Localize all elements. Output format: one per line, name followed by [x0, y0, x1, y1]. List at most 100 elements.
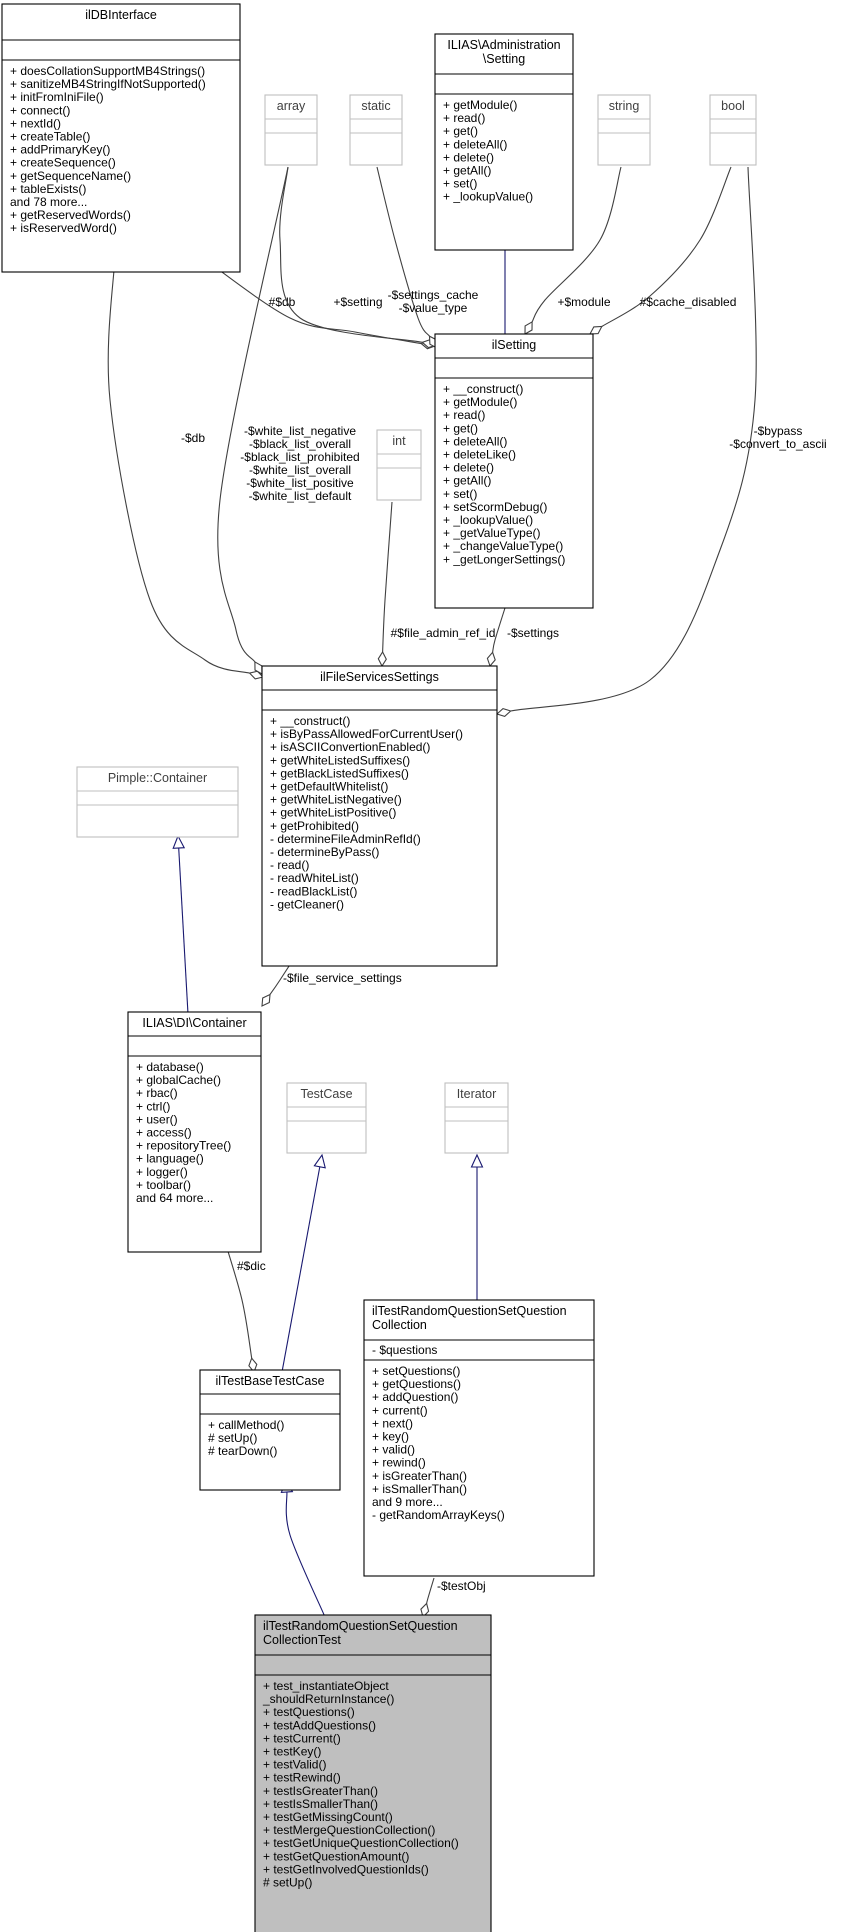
class-method: + getModule()	[443, 98, 517, 112]
edge-iterator-to-iltestrandomquestionsetquestioncollection	[470, 1153, 484, 1302]
class-box	[199, 1369, 341, 1491]
class-node-iltestbasetestcase[interactable]: ilTestBaseTestCase + callMethod()# setUp(…	[199, 1369, 341, 1491]
edge-bool-to-ilfileservicessettings: -$bypass-$convert_to_ascii	[495, 166, 827, 718]
edge-line	[426, 1577, 435, 1604]
class-box	[127, 1011, 262, 1253]
class-box	[434, 33, 574, 251]
class-method: + __construct()	[270, 714, 350, 728]
edge-label: -$black_list_prohibited	[240, 450, 359, 464]
class-method: + _lookupValue()	[443, 190, 533, 204]
class-node-ilfileservicessettings[interactable]: ilFileServicesSettings+ __construct()+ i…	[261, 665, 498, 967]
class-method: + testQuestions()	[263, 1705, 355, 1719]
edge-array-to-ilsetting: +$setting	[279, 166, 438, 349]
aggregation-diamond	[261, 993, 271, 1007]
class-node-array[interactable]: array	[264, 94, 318, 166]
class-title: bool	[721, 99, 745, 113]
edge-label: -$testObj	[437, 1579, 486, 1593]
class-method: + isSmallerThan()	[372, 1482, 467, 1496]
class-method: + testGetUniqueQuestionCollection()	[263, 1836, 459, 1850]
edge-label: -$file_service_settings	[283, 971, 402, 985]
aggregation-diamond	[248, 670, 265, 680]
class-method: # tearDown()	[208, 1444, 277, 1458]
class-node-testcase[interactable]: TestCase	[286, 1082, 367, 1154]
class-title: ilFileServicesSettings	[320, 670, 439, 684]
class-method: and 64 more...	[136, 1191, 213, 1205]
class-method: + globalCache()	[136, 1073, 221, 1087]
class-method: + getWhiteListPositive()	[270, 806, 396, 820]
class-method: + deleteLike()	[443, 448, 516, 462]
class-method: + doesCollationSupportMB4Strings()	[10, 64, 205, 78]
class-method: + delete()	[443, 150, 494, 164]
class-node-static[interactable]: static	[349, 94, 403, 166]
class-method: + ctrl()	[136, 1099, 170, 1113]
class-method: + nextId()	[10, 116, 61, 130]
class-node-iliasdicontainer[interactable]: ILIAS\DI\Container+ database()+ globalCa…	[127, 1011, 262, 1253]
class-method: - getRandomArrayKeys()	[372, 1508, 505, 1522]
class-method: + isGreaterThan()	[372, 1469, 467, 1483]
class-method: + getBlackListedSuffixes()	[270, 766, 409, 780]
class-title: ilTestBaseTestCase	[215, 1374, 324, 1388]
class-method: + callMethod()	[208, 1418, 284, 1432]
class-title: ILIAS\Administration	[447, 38, 560, 52]
class-method: + _getLongerSettings()	[443, 552, 565, 566]
class-method: + deleteAll()	[443, 137, 507, 151]
class-box	[363, 1299, 595, 1577]
edge-label: +$setting	[333, 295, 382, 309]
edge-testcase-to-iltestbasetestcase	[281, 1153, 326, 1373]
class-method: + createSequence()	[10, 156, 116, 170]
class-method: # setUp()	[208, 1431, 257, 1445]
inheritance-arrowhead	[313, 1153, 326, 1169]
class-node-iltestrandomquestionsetquestioncollection[interactable]: ilTestRandomQuestionSetQuestionCollectio…	[363, 1299, 595, 1577]
class-method: _shouldReturnInstance()	[262, 1692, 394, 1706]
class-node-bool[interactable]: bool	[709, 94, 757, 166]
class-box	[597, 94, 651, 166]
edge-line	[279, 166, 423, 343]
class-method: + createTable()	[10, 130, 90, 144]
class-method: + getWhiteListedSuffixes()	[270, 753, 410, 767]
edge-label: -$white_list_overall	[249, 463, 351, 477]
class-node-ilsetting[interactable]: ilSetting+ __construct()+ getModule()+ r…	[434, 333, 594, 609]
class-box	[76, 766, 239, 838]
class-box	[444, 1082, 509, 1154]
edge-line	[217, 166, 289, 663]
class-method: + addQuestion()	[372, 1390, 458, 1404]
class-method: + set()	[443, 487, 477, 501]
edge-line	[178, 847, 189, 1015]
class-method: - determineByPass()	[270, 845, 379, 859]
class-node-iliassetting[interactable]: ILIAS\Administration\Setting+ getModule(…	[434, 33, 574, 251]
inheritance-arrowhead	[172, 834, 186, 849]
edge-string-to-ilsetting: +$module	[524, 166, 622, 335]
class-node-string[interactable]: string	[597, 94, 651, 166]
aggregation-diamond	[377, 650, 387, 668]
class-method: + testIsSmallerThan()	[263, 1797, 378, 1811]
class-method: + sanitizeMB4StringIfNotSupported()	[10, 77, 206, 91]
class-title: TestCase	[300, 1087, 352, 1101]
class-node-pimplecontainer[interactable]: Pimple::Container	[76, 766, 239, 838]
class-node-ildbinterface[interactable]: ilDBInterface+ doesCollationSupportMB4St…	[1, 3, 241, 273]
class-method: + testKey()	[263, 1745, 321, 1759]
inheritance-arrowhead	[470, 1153, 484, 1168]
class-method: + repositoryTree()	[136, 1139, 231, 1153]
edge-bool-to-ilsetting: #$cache_disabled	[589, 166, 736, 335]
class-node-iterator[interactable]: Iterator	[444, 1082, 509, 1154]
aggregation-diamond	[524, 320, 533, 335]
class-box	[709, 94, 757, 166]
edge-line	[601, 166, 732, 327]
class-method: + setQuestions()	[372, 1364, 460, 1378]
class-method: + rewind()	[372, 1456, 426, 1470]
class-method: - getCleaner()	[270, 897, 344, 911]
edge-label: -$settings_cache	[388, 288, 479, 302]
class-method: + getSequenceName()	[10, 169, 131, 183]
class-box	[434, 333, 594, 609]
class-box	[261, 665, 498, 967]
edge-label: -$value_type	[399, 301, 468, 315]
edge-line	[107, 255, 250, 674]
class-box	[349, 94, 403, 166]
class-title: CollectionTest	[263, 1633, 341, 1647]
class-node-int[interactable]: int	[376, 429, 422, 501]
edge-iltestbasetestcase-to-iltestrandomquestionsetquestioncollectiontest	[280, 1478, 326, 1618]
class-method: + logger()	[136, 1165, 188, 1179]
class-node-iltestrandomquestionsetquestioncollectiontest[interactable]: ilTestRandomQuestionSetQuestionCollectio…	[254, 1614, 492, 1932]
edge-line	[510, 166, 757, 712]
